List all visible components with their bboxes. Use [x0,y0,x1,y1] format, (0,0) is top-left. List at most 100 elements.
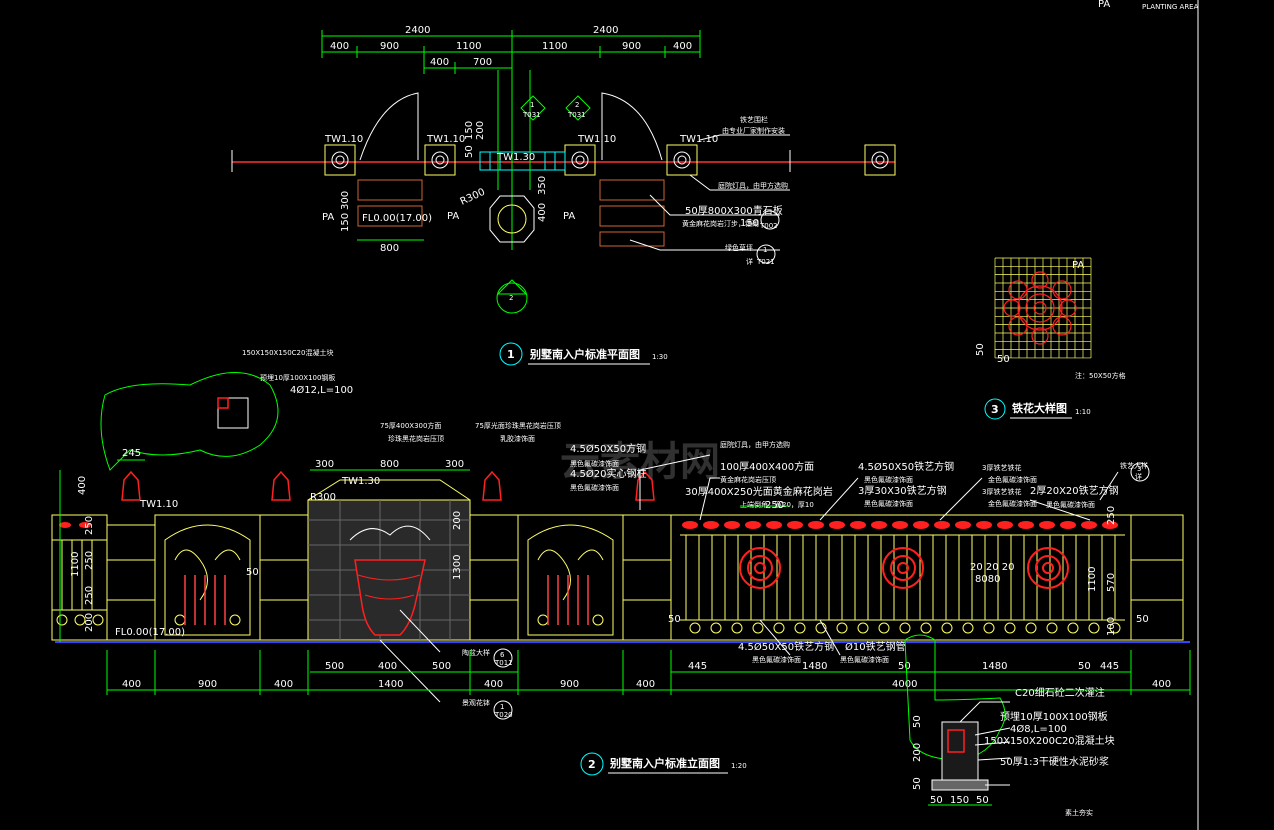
elev-callout-7: 乳胶漆饰面 [500,434,535,443]
elev-callout-29: 黑色氟碳漆饰面 [752,655,801,664]
elev-dim-left-3: 250 [84,551,95,570]
elev-callout-23: 3厚铁艺铁花 [982,487,1021,496]
plan-note-5: 黄金麻花岗岩汀步，铺砌 [682,219,759,228]
elev-label-tw130: TW1.30 [341,476,380,487]
plan-view: 2400 2400 400 900 1100 1100 900 400 400 … [231,25,896,366]
plan-dim-r2-5: 900 [622,41,641,52]
elev-callout-8: 4.5Ø50X50方钢 [570,442,646,455]
elev-dim-mid-1: 200 [452,511,463,530]
elev-dim-b2-4: 1400 [378,679,403,690]
plan-tw-3: TW1.30 [496,152,535,163]
elev-dim-b1-6: 50 [898,661,911,672]
plan-tw-4: TW1.10 [577,134,616,145]
plan-dim-r3-1: 400 [430,57,449,68]
fence-ring-ornament [1004,622,1016,634]
footing-note-3: 4Ø8,L=100 [1010,723,1067,735]
elev-callout-20: 黑色氟碳漆饰面 [864,499,913,508]
fence-leaf-ornament [724,521,740,529]
plan-tw-2: TW1.10 [426,134,465,145]
fence-ring-ornament [1067,622,1079,634]
footing-detail: C20细石砼二次灌注 预埋10厚100X100钢板 4Ø8,L=100 150X… [904,634,1115,817]
plan-marker1-ref: T031 [522,111,541,119]
elev-callout-17: 4.5Ø50X50铁艺方钢 [858,460,954,473]
plan-marker1-num: 1 [530,101,534,109]
elev-callout-12: 庭院灯具，由甲方选购 [720,440,790,449]
corner-pa-label: PA [1098,0,1110,10]
plan-title-num: 1 [507,348,515,361]
detail3-title-num: 3 [991,403,999,416]
elev-callout-11: 黑色氟碳漆饰面 [570,483,619,492]
fence-ring-ornament [773,622,785,634]
fence-ring-ornament [1046,622,1058,634]
footing-note-2: 预埋10厚100X100钢板 [1000,710,1108,723]
fence-leaf-ornament [1060,521,1076,529]
fence-leaf-ornament [1102,521,1118,529]
detail3-dim2: 50 [997,354,1010,365]
elev-callout-14: 黄金麻花岗岩压顶 [720,475,776,484]
elev-title: 别墅南入户标准立面图 [609,756,720,770]
elev-ref2-num: 1 [500,703,504,711]
elev-callout-6: 75厚光面珍珠黑花岗岩压顶 [475,421,561,430]
elev-dim-b2-9: 400 [1152,679,1171,690]
plan-dim-200: 200 [475,121,486,140]
fence-leaf-ornament [682,521,698,529]
elevation-view: 150X150X150C20混凝土块 预埋10厚100X100钢板 4Ø12,L… [51,348,1191,776]
fence-leaf-ornament [1081,521,1097,529]
plan-dim-r2-2: 900 [380,41,399,52]
footing-note-1: C20细石砼二次灌注 [1015,686,1105,699]
elev-ref1-ref: T011 [494,659,513,667]
fence-leaf-ornament [955,521,971,529]
elev-dim-b2-6: 900 [560,679,579,690]
fence-ring-ornament [815,622,827,634]
elev-title-num: 2 [588,758,596,771]
plan-title: 别墅南入户标准平面图 [529,347,640,361]
elev-dim-b2-1: 400 [122,679,141,690]
elev-callout-4: 75厚400X300方面 [380,421,441,430]
plan-note-10: T021 [756,258,775,266]
fence-leaf-ornament [829,521,845,529]
elev-dim-right-3: 1100 [1087,567,1098,592]
plan-dim-r2-3: 1100 [456,41,481,52]
elev-dim-left-1: 1100 [70,552,81,577]
elev-dim-b1-1: 500 [325,661,344,672]
fence-leaf-ornament [871,521,887,529]
detail3-note: 注：50X50方格 [1075,371,1126,380]
elev-callout-32: 陶盆大样 [462,648,490,657]
fence-ring-ornament [710,622,722,634]
footing-dim-h1: 50 [930,795,943,806]
elev-dim-top-3: 300 [315,459,334,470]
footing-note-4: 150X150X200C20混凝土块 [984,734,1115,747]
plan-tw-5: TW1.10 [679,134,718,145]
elev-callout-26: 黑色氟碳漆饰面 [1046,500,1095,509]
plan-pa-3: PA [563,211,575,222]
fence-leaf-ornament [850,521,866,529]
fence-ring-ornament [878,622,890,634]
fence-leaf-ornament [1039,521,1055,529]
plan-note-4: 50厚800X300青石板 [685,204,783,217]
footing-note-6: 素土夯实 [1065,808,1093,817]
fence-leaf-ornament [1018,521,1034,529]
footing-dim-h2: 150 [950,795,969,806]
detail3-scale: 1:10 [1075,408,1091,416]
plan-pa-2: PA [447,211,459,222]
elev-callout-1: 150X150X150C20混凝土块 [242,348,333,357]
plan-note-1: 铁艺围栏 [740,115,768,124]
plan-dim-300: 300 [340,191,351,210]
plan-pa-1: PA [322,212,334,223]
footing-dim-v3: 50 [912,777,923,790]
elev-label-tw110: TW1.10 [139,499,178,510]
elev-callout-31: 黑色氟碳漆饰面 [840,655,889,664]
footing-dim-v2: 200 [912,743,923,762]
plan-note-8: 绿色草坪 [725,243,753,252]
elev-scale: 1:20 [731,762,747,770]
plan-dim-r2-6: 400 [673,41,692,52]
fence-ring-ornament [1088,622,1100,634]
plan-dim-150b: 150 [464,121,475,140]
plan-bottom-marker: 2 [509,294,513,302]
plan-dim-50: 50 [464,145,475,158]
elev-callout-24: 金色氟碳漆饰面 [988,499,1037,508]
fence-ring-ornament [899,622,911,634]
plan-dim-r2-1: 400 [330,41,349,52]
plan-note-6: 150 [740,218,759,229]
elev-callout-33: 景观花钵 [462,698,490,707]
